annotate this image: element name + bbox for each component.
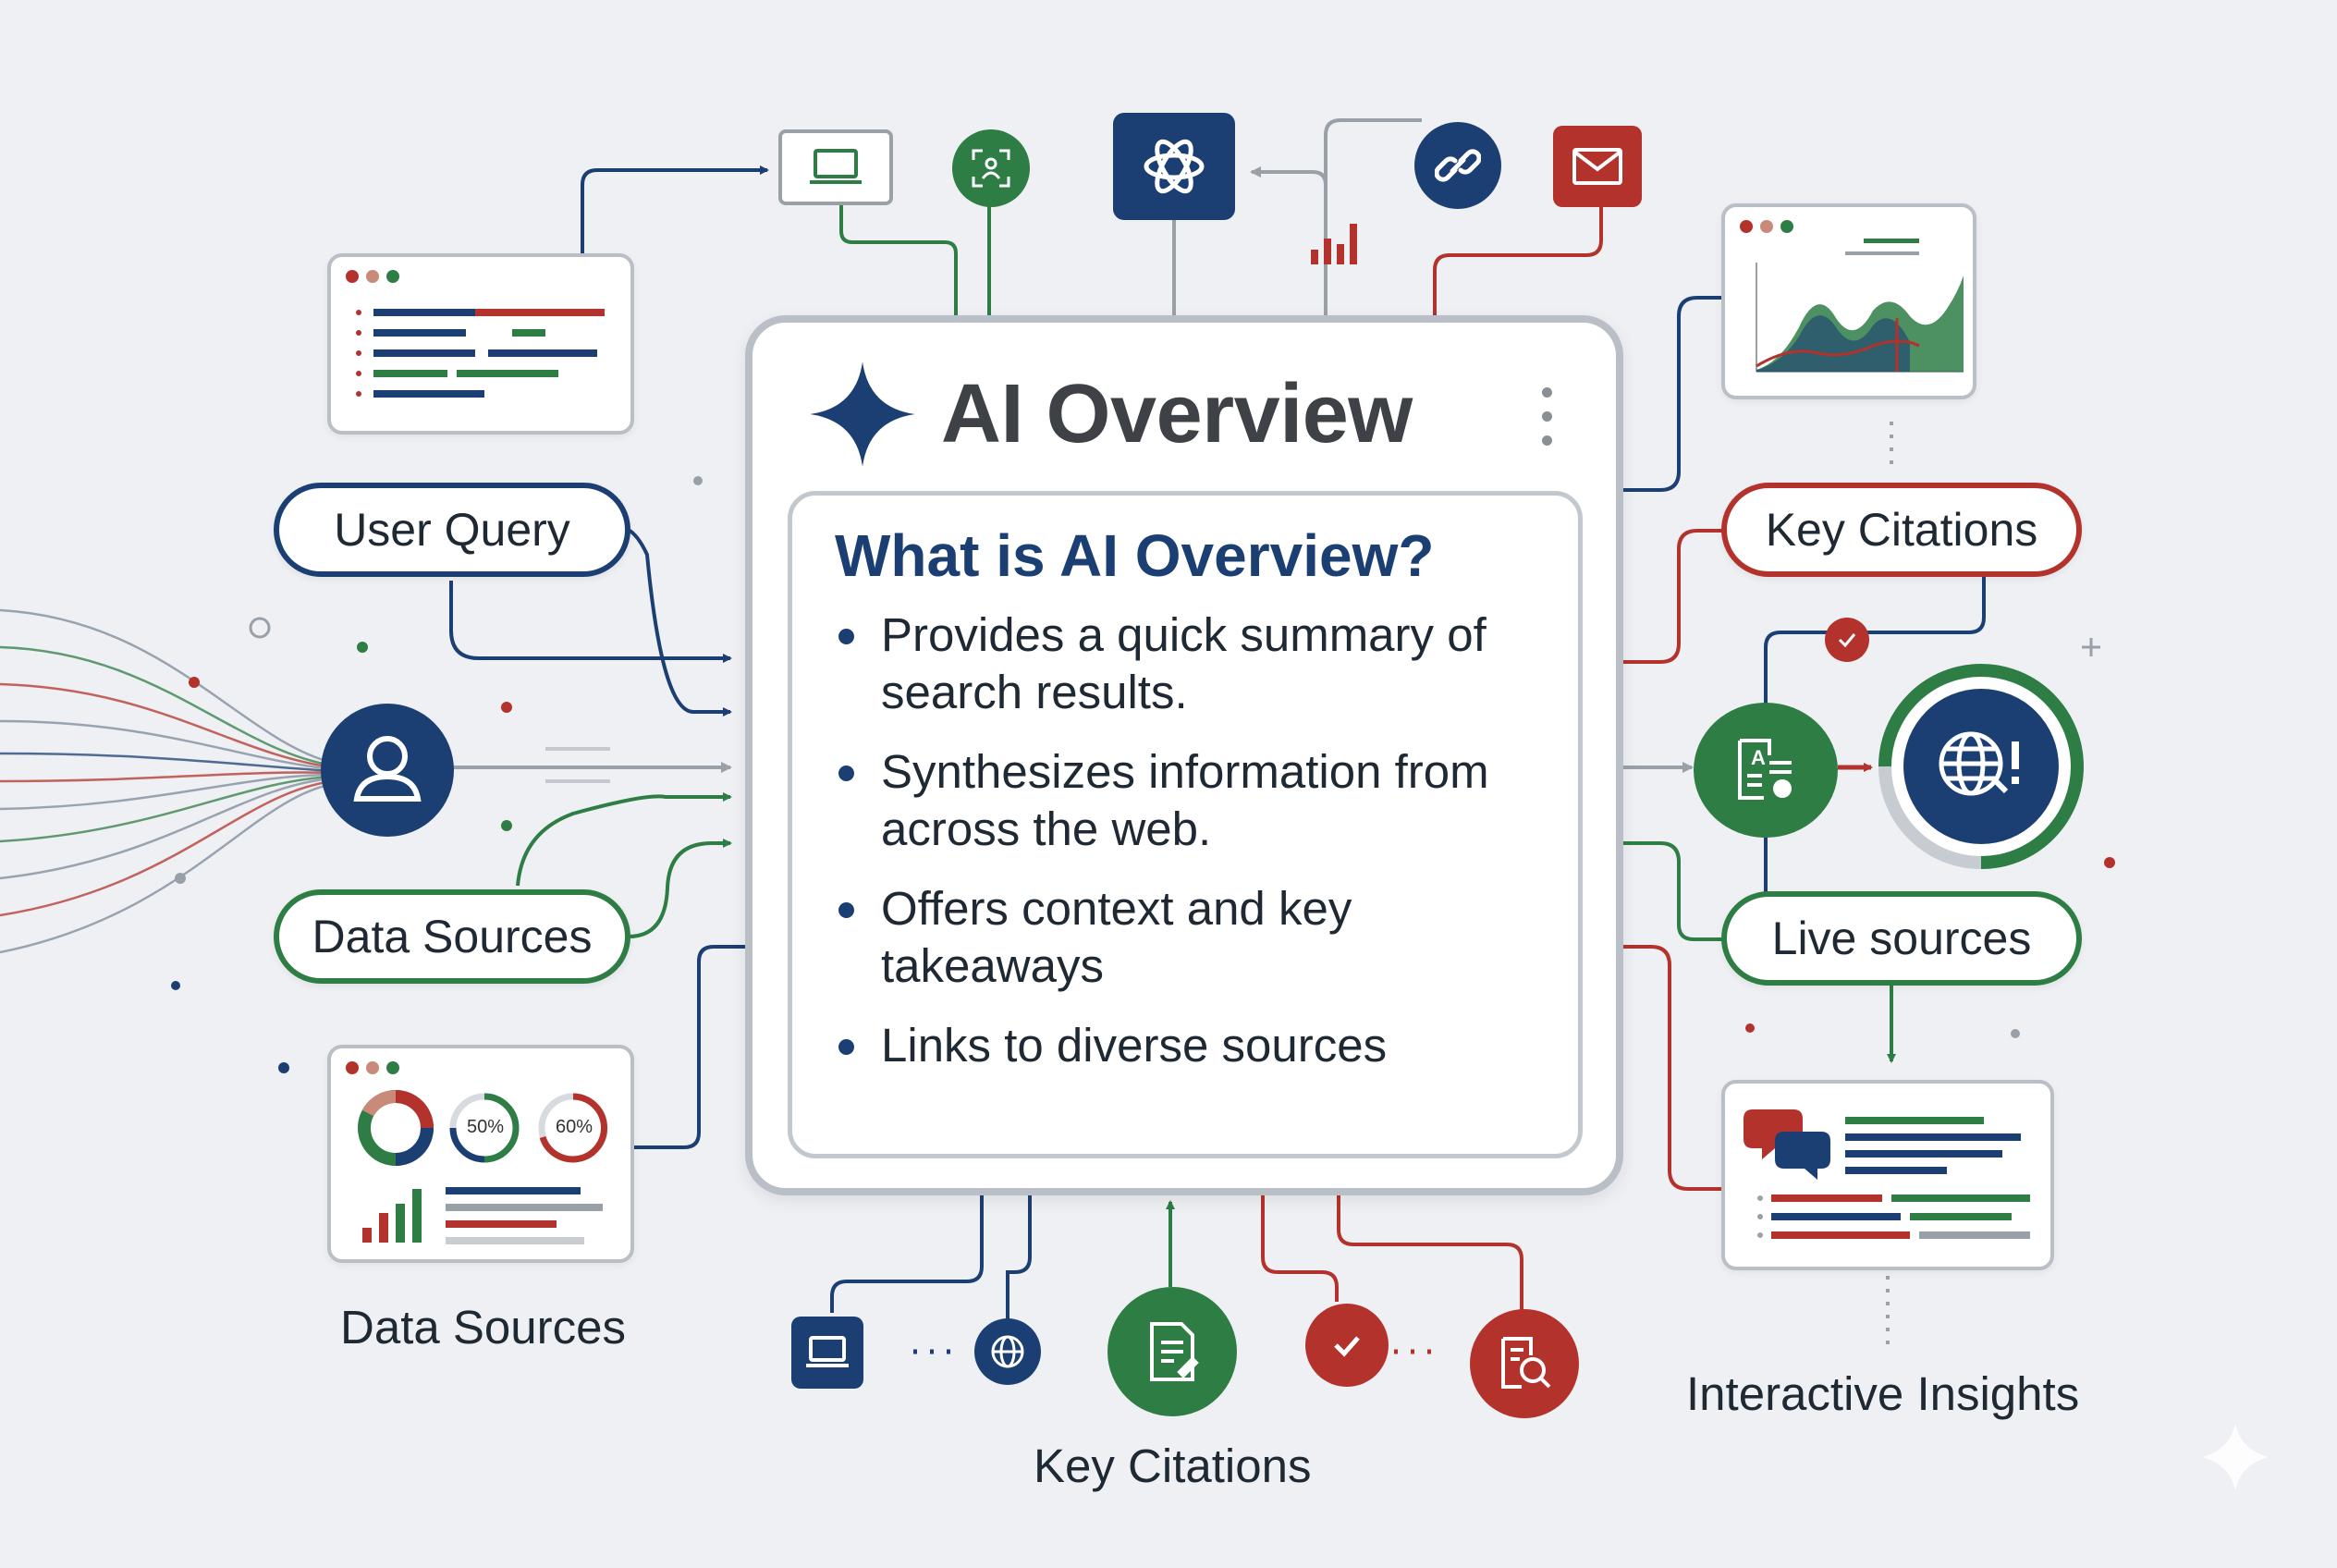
laptop-icon [806,1336,849,1367]
summary-heading: What is AI Overview? [835,522,1435,589]
interactive-insights-caption: Interactive Insights [1686,1367,2080,1420]
code-preview-card [327,253,634,435]
document-icon [1150,1322,1199,1381]
scan-icon [972,149,1010,188]
globe-alert-node[interactable] [1877,662,2086,871]
bullet-item: Provides a quick summary of search resul… [835,606,1556,721]
link-tile[interactable] [1414,122,1501,209]
svg-text:A: A [1751,746,1766,769]
data-sources-pill[interactable]: Data Sources [274,889,630,984]
key-citations-caption: Key Citations [1034,1439,1312,1492]
key-citations-pill[interactable]: Key Citations [1721,483,2082,577]
search-document-icon [1501,1337,1551,1389]
bullet-item: Synthesizes information from across the … [835,743,1556,858]
live-sources-pill[interactable]: Live sources [1721,891,2082,986]
sparkle-icon [810,361,915,467]
decorative-dots [171,476,2115,1073]
check-badge [1825,618,1869,662]
summary-bullets: Provides a quick summary of search resul… [835,606,1556,1096]
openai-tile[interactable] [1113,113,1235,220]
mail-tile[interactable] [1553,126,1642,207]
scan-tile[interactable] [952,129,1030,207]
bottom-laptop-tile[interactable] [791,1317,863,1389]
more-options-icon[interactable] [1542,387,1555,459]
laptop-tile[interactable] [778,129,893,205]
user-query-pill[interactable]: User Query [274,483,630,577]
user-icon [321,704,454,837]
user-avatar[interactable] [320,703,455,838]
ai-overview-header: AI Overview [808,361,1413,467]
chat-insights-card [1721,1080,2054,1270]
translate-document-icon: A [1738,739,1792,800]
ai-overview-card: AI Overview What is AI Overview? Provide… [745,315,1623,1195]
bottom-globe-tile[interactable] [974,1318,1041,1385]
openai-logo-icon [1144,139,1205,194]
bottom-search-tile[interactable] [1470,1309,1579,1418]
check-icon [1838,633,1856,648]
bullet-item: Links to diverse sources [835,1017,1556,1074]
bottom-check-tile[interactable] [1305,1304,1389,1387]
ai-overview-title: AI Overview [941,367,1413,460]
globe-alert-icon [1878,664,2084,869]
globe-icon [991,1335,1024,1368]
bar-chart-icon [1311,224,1357,264]
ring-value-a: 50% [467,1117,505,1137]
summary-panel: What is AI Overview? Provides a quick su… [788,491,1583,1158]
trend-chart-card [1721,203,1976,399]
ring-value-b: 60% [556,1117,593,1137]
sparkle-watermark [2202,1424,2269,1490]
bottom-document-tile[interactable] [1107,1287,1237,1416]
data-sources-caption: Data Sources [340,1301,626,1354]
laptop-icon [810,149,862,184]
stats-card: 50% 60% [327,1045,634,1263]
mail-icon [1572,148,1622,185]
translate-node[interactable]: A [1694,703,1838,838]
check-icon [1334,1336,1360,1357]
link-icon [1435,149,1481,182]
bullet-item: Offers context and key takeaways [835,880,1556,995]
